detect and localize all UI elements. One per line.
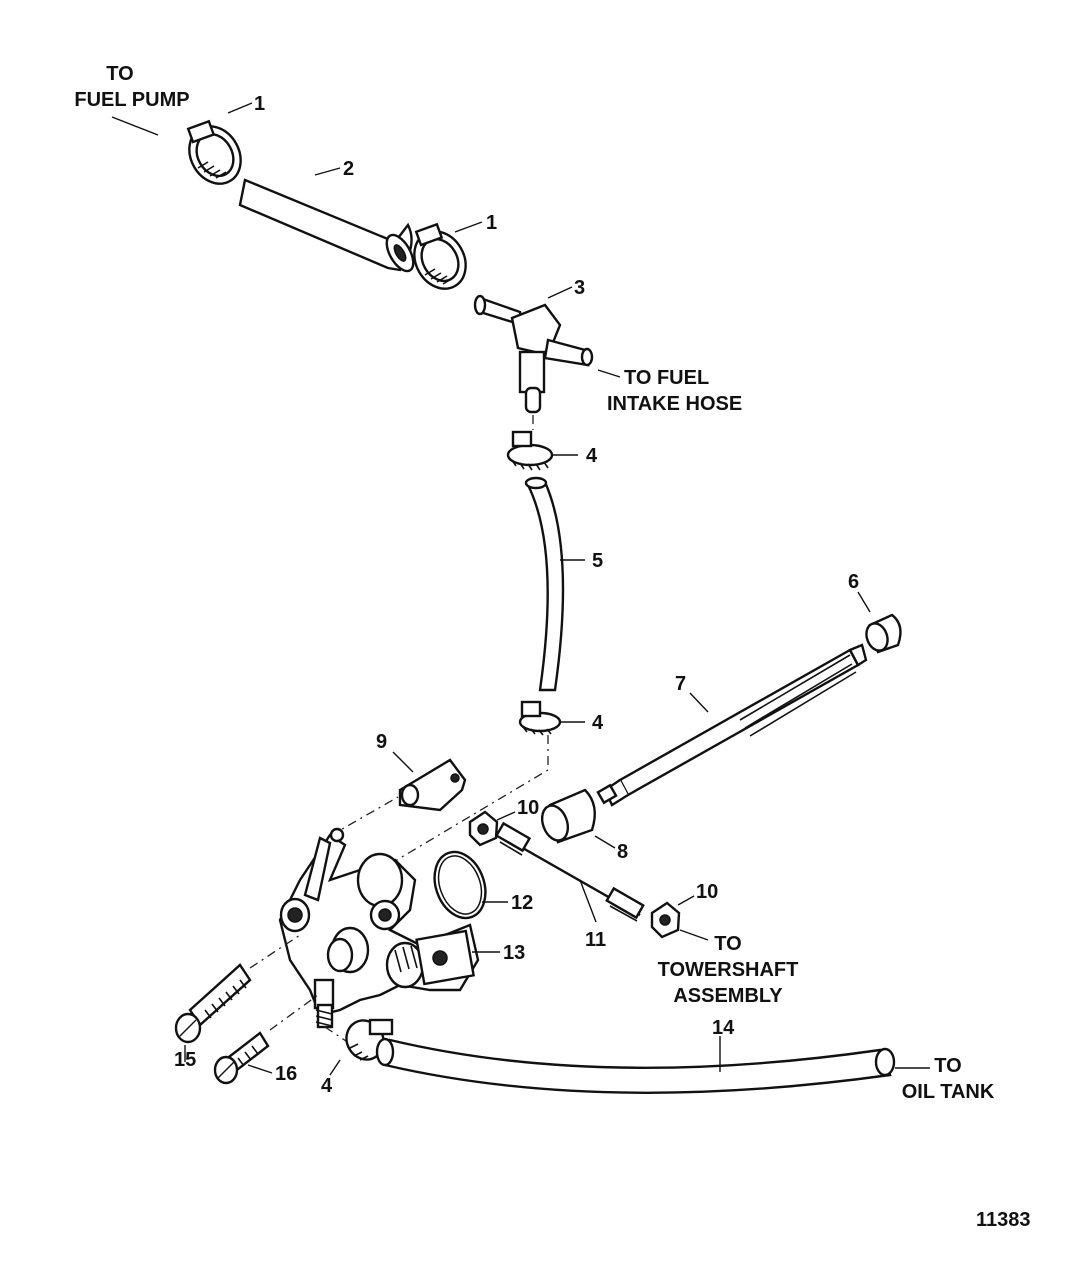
callout-13: 13 (503, 942, 525, 964)
tee-fitting-3 (473, 294, 594, 414)
callout-16: 16 (275, 1063, 297, 1085)
callout-9: 9 (376, 731, 387, 753)
bushing-8 (540, 788, 596, 844)
label-to-oil-tank-1: TO (934, 1055, 961, 1077)
o-ring-12 (433, 850, 487, 920)
callout-1-lower: 1 (486, 212, 497, 234)
callout-6: 6 (848, 571, 859, 593)
callout-15: 15 (174, 1049, 196, 1071)
callout-4-upper: 4 (586, 445, 598, 467)
callout-7: 7 (675, 673, 686, 695)
stud-11 (494, 821, 645, 922)
nut-10-upper (468, 810, 499, 847)
callout-11: 11 (585, 929, 606, 951)
oil-pump-body (278, 827, 480, 1029)
nut-10-lower (650, 901, 681, 939)
hose-clamp-1-lower (413, 222, 467, 290)
callout-12: 12 (511, 892, 533, 914)
callout-10-upper: 10 (517, 797, 539, 819)
callout-14: 14 (712, 1017, 735, 1039)
label-to-towershaft-1: TO (714, 933, 741, 955)
hose-clamp-4-upper (506, 430, 554, 471)
hose-clamp-4-middle (518, 700, 562, 736)
figure-number: 11383 (976, 1209, 1031, 1231)
oil-hose-14 (375, 1037, 896, 1094)
screw-16 (213, 1031, 270, 1085)
label-to-fuel-pump-2: FUEL PUMP (74, 89, 189, 111)
hose-clamp-1-upper (186, 119, 242, 185)
label-to-oil-tank-2: OIL TANK (902, 1081, 995, 1103)
callout-8: 8 (617, 841, 628, 863)
label-to-fuel-intake-2: INTAKE HOSE (607, 393, 742, 415)
callout-1-upper: 1 (254, 93, 265, 115)
fuel-hose-2 (238, 178, 415, 273)
callout-3: 3 (574, 277, 585, 299)
oil-hose-5 (524, 476, 565, 692)
label-to-fuel-intake-1: TO FUEL (624, 367, 709, 389)
label-to-towershaft-2: TOWERSHAFT (658, 959, 799, 981)
callout-4-lower: 4 (321, 1075, 333, 1097)
driven-shaft-7 (596, 643, 868, 807)
screw-15 (174, 963, 252, 1044)
callout-5: 5 (592, 550, 603, 572)
callout-10-lower: 10 (696, 881, 718, 903)
callout-4-middle: 4 (592, 712, 604, 734)
label-to-towershaft-3: ASSEMBLY (673, 985, 783, 1007)
link-arm-9 (398, 758, 467, 812)
callout-2: 2 (343, 158, 354, 180)
hose-clamp-4-lower (345, 1018, 394, 1061)
bushing-6 (865, 613, 902, 654)
label-to-fuel-pump-1: TO (106, 63, 133, 85)
